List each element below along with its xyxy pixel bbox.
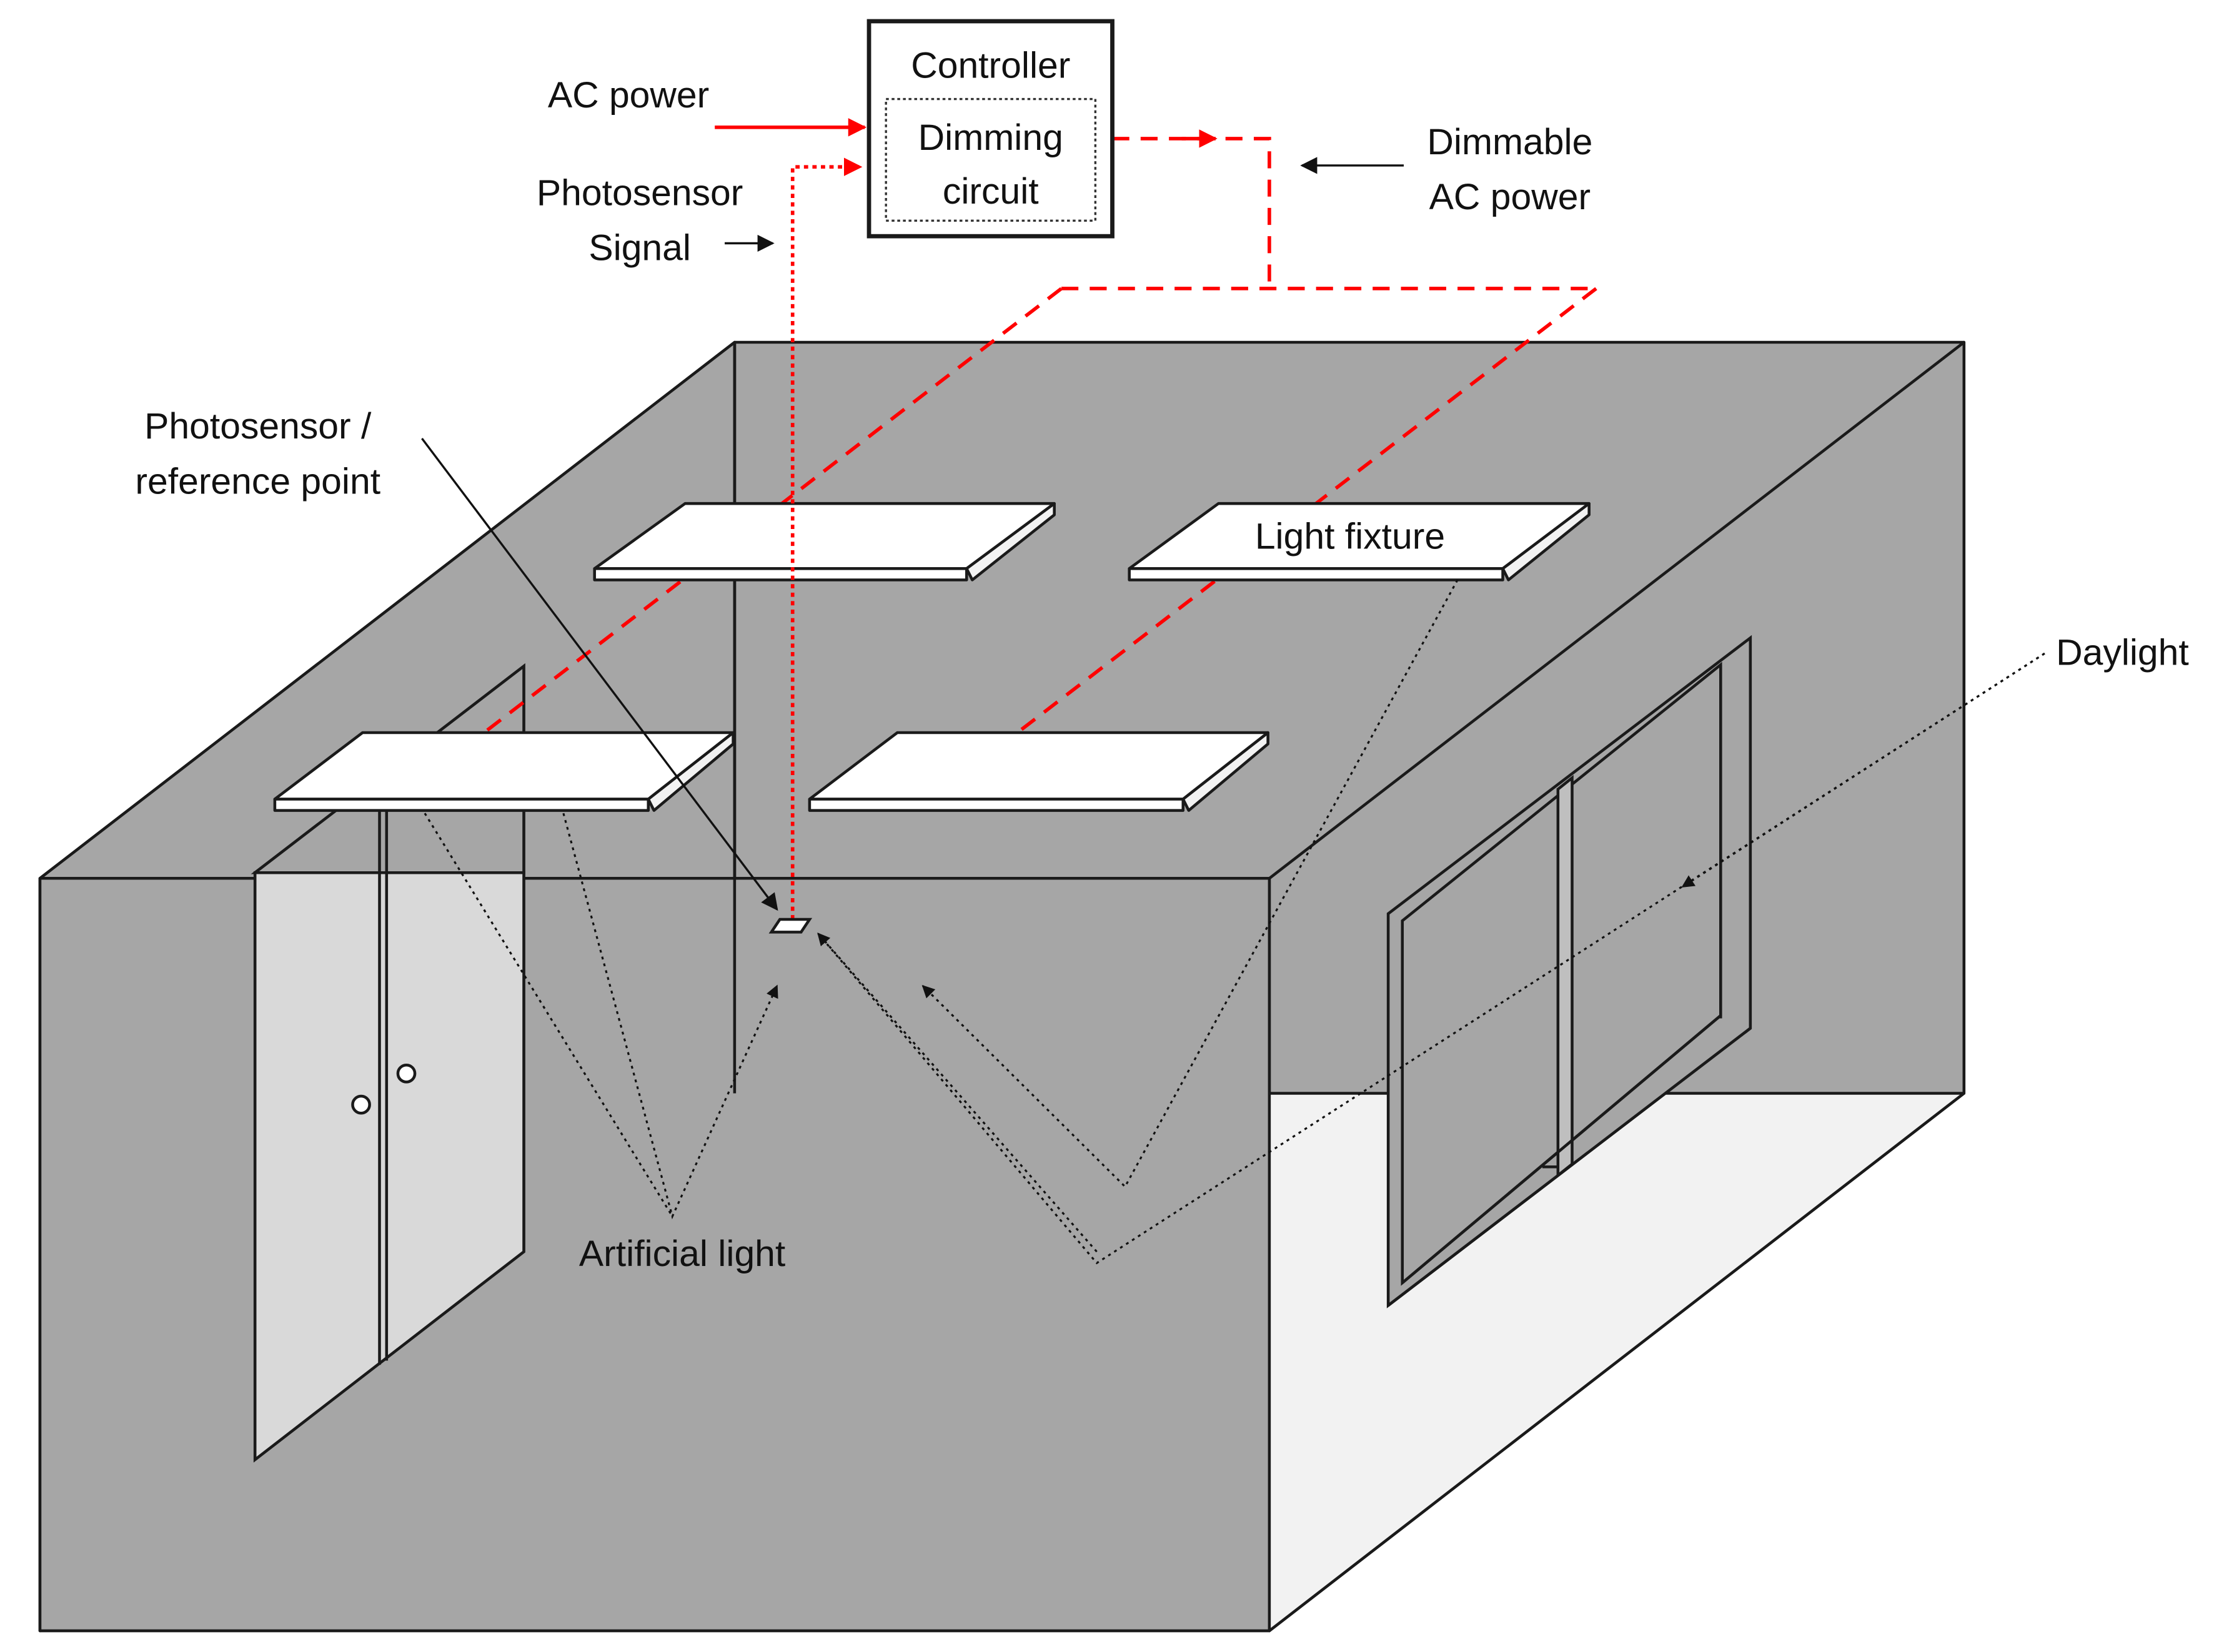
photosensor-signal-wire xyxy=(790,157,863,919)
light-fixtures xyxy=(273,502,1591,812)
photosensor-signal-label-1: Photosensor xyxy=(537,172,743,213)
dimmable-label-2: AC power xyxy=(1429,177,1591,217)
controller-box xyxy=(866,19,1114,239)
controller-title: Controller xyxy=(911,46,1070,86)
door xyxy=(251,663,525,1463)
dimming-circuit-line2: circuit xyxy=(943,171,1039,212)
daylight-label: Daylight xyxy=(2056,632,2189,673)
daylight-pointer xyxy=(1681,652,2045,888)
window-sill-inner xyxy=(1401,1014,1722,1284)
dimming-circuit-line1: Dimming xyxy=(918,117,1063,158)
artificial-light-label: Artificial light xyxy=(579,1234,785,1274)
light-fixture-back-right xyxy=(1128,502,1591,581)
photosensor-ref-label-2: reference point xyxy=(135,461,380,502)
annotation-arrows xyxy=(421,157,1404,911)
door-knob-right xyxy=(396,1063,417,1084)
dimming-circuit-box xyxy=(885,97,1097,222)
photosensor-ref-label-1: Photosensor / xyxy=(144,406,372,447)
light-rays xyxy=(424,579,2045,1265)
window-sill xyxy=(1387,1027,1752,1307)
photosensor-ref-pointer xyxy=(421,437,778,911)
artificial-ray-left-2 xyxy=(424,813,673,1217)
dimmable-label-1: Dimmable xyxy=(1427,122,1592,162)
wire-from-controller xyxy=(1112,137,1271,289)
light-fixture-back-left xyxy=(593,502,1056,581)
window-mullion xyxy=(1556,774,1574,1179)
wire-left-diagonal xyxy=(477,287,1063,739)
window xyxy=(1386,635,1752,1308)
artificial-ray-left-1 xyxy=(562,813,778,1220)
ac-power-label: AC power xyxy=(548,75,709,116)
door-knob-left xyxy=(351,1094,371,1115)
photosensor xyxy=(768,918,813,934)
photosensor-signal-label-2: Signal xyxy=(588,228,691,269)
light-fixture-front-left xyxy=(273,731,735,812)
light-fixture-label: Light fixture xyxy=(1255,517,1445,557)
light-fixture-front-right xyxy=(808,731,1269,812)
